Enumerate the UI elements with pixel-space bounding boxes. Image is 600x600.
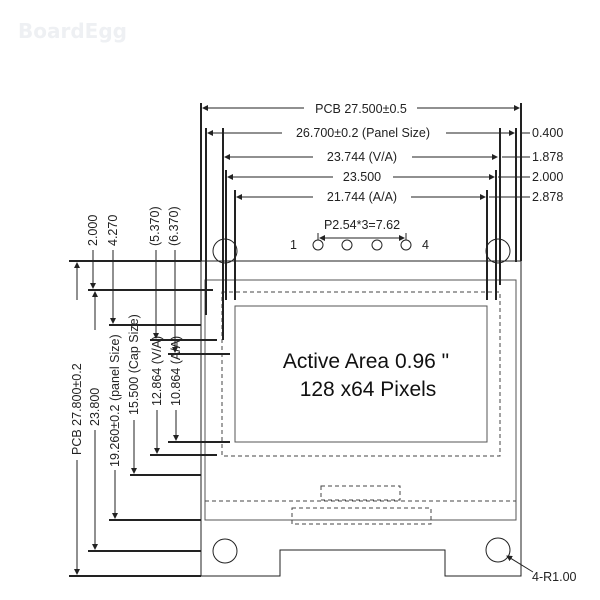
va-height-dim: 12.864 (V/A) xyxy=(150,336,164,406)
va-width-dim: 23.744 (V/A) xyxy=(327,150,397,164)
left-offset: 2.000 xyxy=(86,215,100,246)
left-offset: (6.370) xyxy=(167,206,181,246)
hole-radius-label: 4-R1.00 xyxy=(532,570,577,584)
mounting-hole xyxy=(485,537,511,563)
active-area-pixels: 128 x64 Pixels xyxy=(300,378,437,401)
pin-4-label: 4 xyxy=(422,238,429,252)
pin-hole xyxy=(312,239,324,251)
right-offset: 2.000 xyxy=(532,170,563,184)
aa-width-dim: 21.744 (A/A) xyxy=(327,190,397,204)
right-offset: 0.400 xyxy=(532,126,563,140)
hole-span-dim: 23.800 xyxy=(88,388,102,426)
active-area xyxy=(234,305,488,443)
ic-outline xyxy=(320,485,401,501)
pcb-width-dim: PCB 27.500±0.5 xyxy=(315,102,407,116)
cap-height-dim: 15.500 (Cap Size) xyxy=(127,314,141,415)
panel-outline xyxy=(204,279,517,521)
pcb-height-dim: PCB 27.800±0.2 xyxy=(70,363,84,455)
pin-1-label: 1 xyxy=(290,238,297,252)
cap-width-dim: 23.500 xyxy=(343,170,381,184)
panel-width-dim: 26.700±0.2 (Panel Size) xyxy=(296,126,430,140)
pcb-outline xyxy=(200,260,522,577)
mounting-hole xyxy=(212,538,238,564)
pin-hole xyxy=(400,239,412,251)
pin-pitch-dim: P2.54*3=7.62 xyxy=(324,218,400,232)
active-area-title: Active Area 0.96 " xyxy=(283,350,449,373)
right-offset: 2.878 xyxy=(532,190,563,204)
pin-hole xyxy=(371,239,383,251)
panel-height-dim: 19.260±0.2 (panel Size) xyxy=(108,334,122,467)
pin-hole xyxy=(341,239,353,251)
right-offset: 1.878 xyxy=(532,150,563,164)
aa-height-dim: 10.864 (A/A) xyxy=(169,336,183,406)
left-offset: (5.370) xyxy=(148,206,162,246)
left-offset: 4.270 xyxy=(106,215,120,246)
watermark: BoardEgg xyxy=(18,19,127,43)
mounting-hole xyxy=(485,238,511,264)
cap-outline xyxy=(221,291,501,457)
fpc-outline xyxy=(291,507,432,525)
